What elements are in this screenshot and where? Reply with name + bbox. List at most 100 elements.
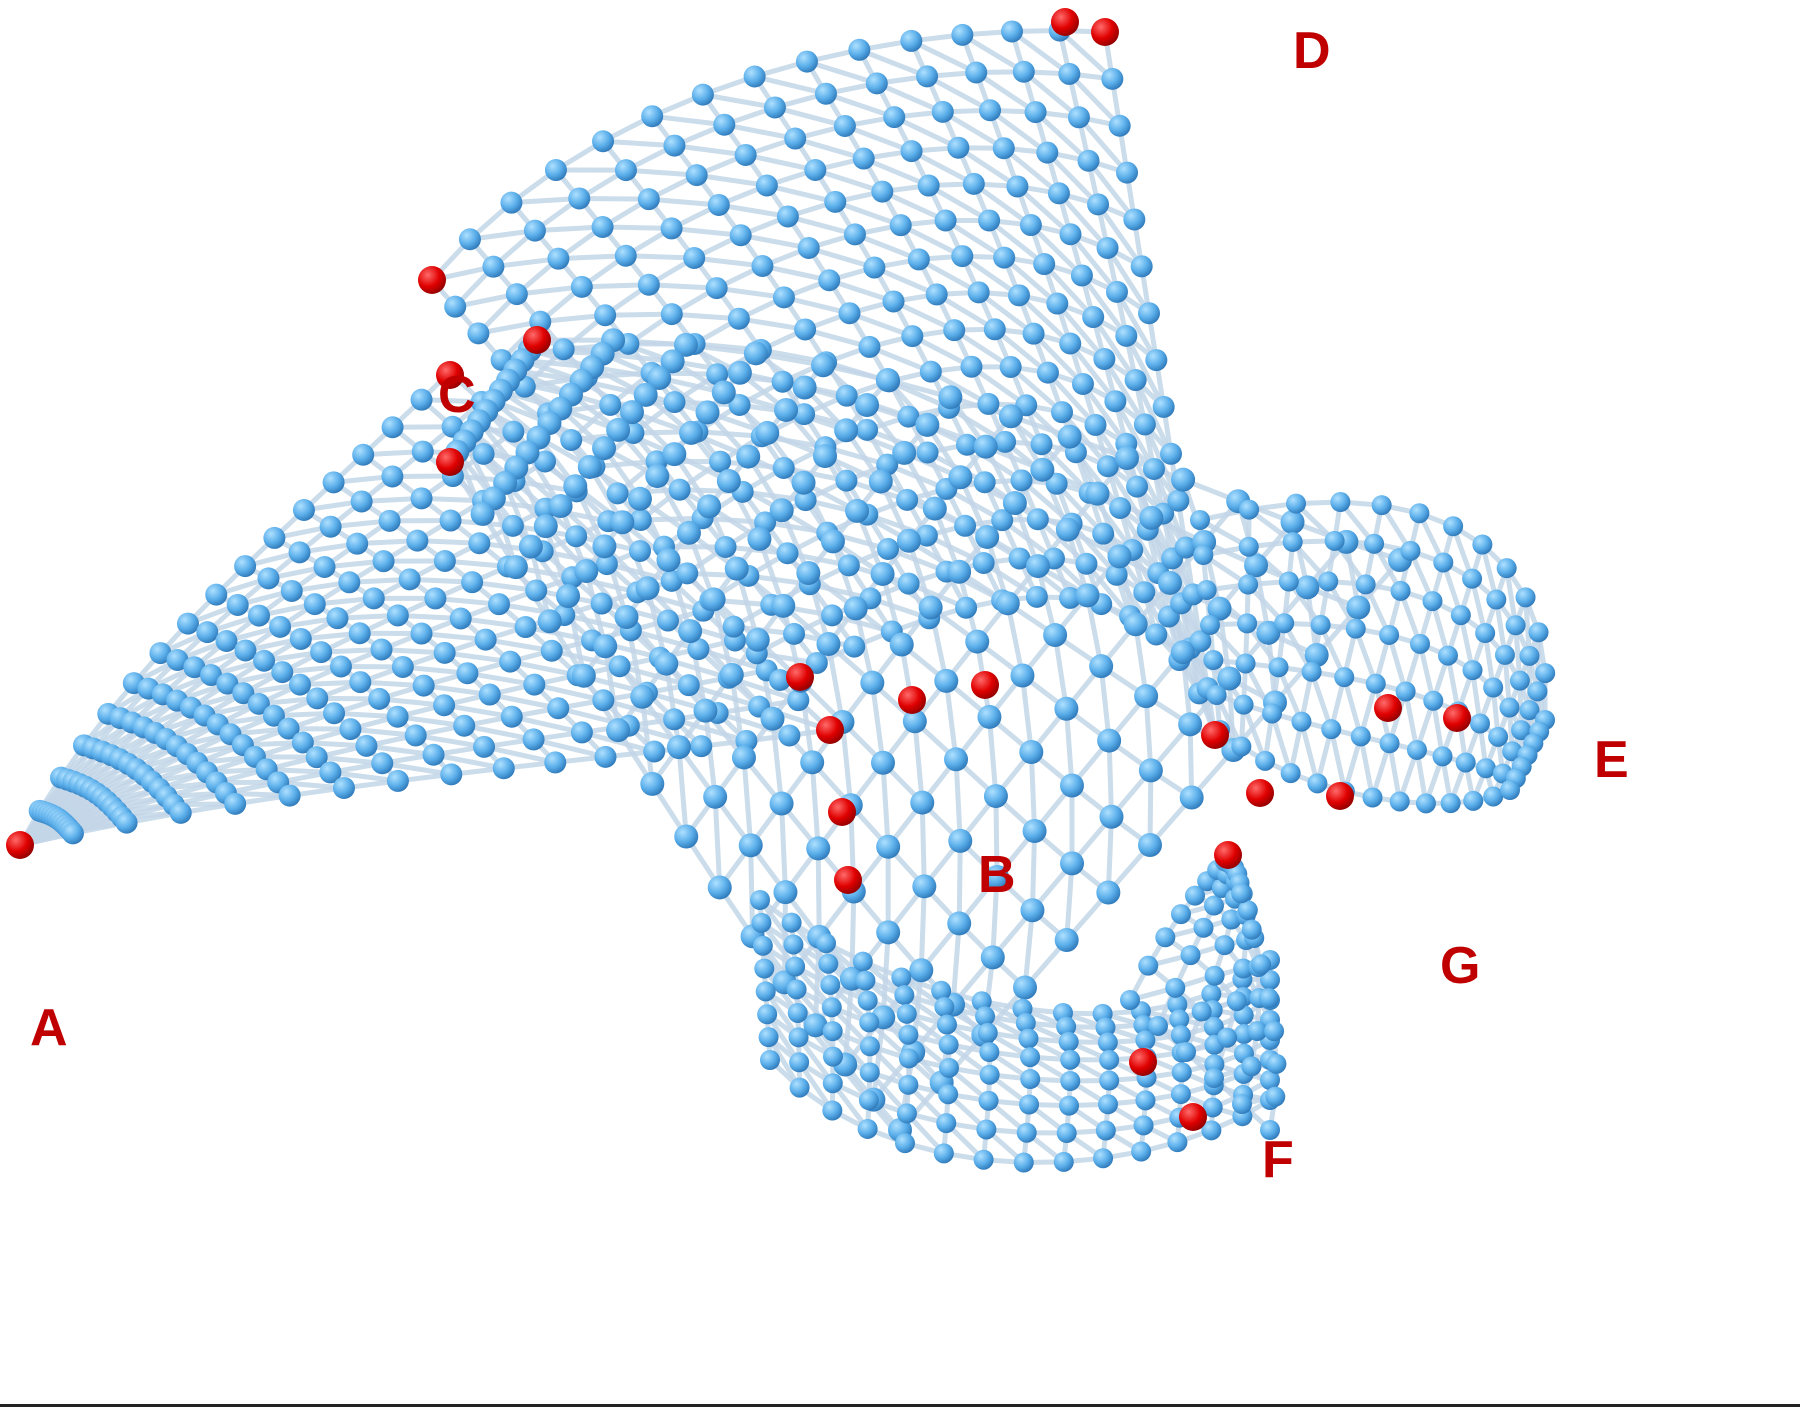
graph-node: [386, 705, 409, 728]
graph-node: [1019, 1094, 1040, 1115]
graph-node: [1115, 324, 1138, 347]
graph-edge: [825, 641, 845, 725]
graph-node: [1362, 787, 1383, 808]
graph-node: [329, 655, 352, 678]
graph-node: [1059, 332, 1082, 355]
graph-node: [889, 214, 912, 237]
graph-node: [978, 1090, 999, 1111]
graph-node: [1231, 736, 1252, 757]
graph-node: [936, 1014, 957, 1035]
graph-node: [1204, 1068, 1224, 1088]
graph-node: [1145, 349, 1168, 372]
graph-node: [955, 433, 978, 456]
graph-node: [1379, 733, 1400, 754]
graph-node: [707, 875, 732, 900]
graph-node: [552, 338, 575, 361]
graph-node: [731, 745, 756, 770]
graph-node: [690, 735, 713, 758]
graph-node: [472, 442, 495, 465]
graph-node: [630, 684, 655, 709]
graph-node: [1126, 475, 1149, 498]
graph-node: [772, 456, 795, 479]
graph-node: [1089, 654, 1114, 679]
graph-node: [640, 771, 665, 796]
graph-node: [614, 604, 639, 629]
graph-edge: [1009, 28, 1072, 77]
graph-node: [922, 496, 947, 521]
graph-node: [1203, 895, 1224, 916]
graph-node: [992, 137, 1015, 160]
marked-node: [1201, 721, 1229, 749]
graph-edge: [959, 32, 1027, 75]
graph-node: [1097, 1032, 1118, 1053]
graph-node: [1006, 175, 1029, 198]
graph-node: [898, 1048, 919, 1069]
graph-edge: [1057, 28, 1115, 82]
graph-node: [835, 384, 858, 407]
graph-node: [478, 683, 501, 706]
graph-node: [784, 127, 807, 150]
graph-edge: [602, 311, 675, 318]
graph-node: [1475, 758, 1496, 779]
graph-node: [271, 661, 294, 684]
graph-node: [1099, 1070, 1120, 1091]
graph-node: [794, 318, 817, 341]
graph-node: [326, 607, 349, 630]
bottom-border: [0, 1404, 1800, 1407]
graph-node: [660, 217, 683, 240]
graph-node: [774, 397, 799, 422]
graph-node: [500, 191, 523, 214]
graph-node: [1301, 661, 1322, 682]
graph-node: [1232, 1094, 1252, 1114]
graph-node: [502, 420, 525, 443]
graph-node: [547, 697, 570, 720]
graph-node: [838, 302, 861, 325]
graph-edge: [1052, 632, 1069, 712]
graph-node: [919, 360, 942, 383]
graph-node: [719, 662, 744, 687]
graph-node: [458, 228, 481, 251]
graph-node: [1054, 696, 1079, 721]
graph-node: [1142, 457, 1165, 480]
graph-edge: [951, 327, 1014, 370]
graph-node: [695, 400, 720, 425]
graph-node: [1082, 306, 1105, 329]
graph-node: [1176, 1042, 1196, 1062]
marked-node: [828, 798, 856, 826]
graph-edge: [908, 38, 979, 76]
graph-node: [1036, 141, 1059, 164]
graph-node: [1203, 650, 1224, 670]
graph-node: [1138, 955, 1159, 976]
graph-node: [1185, 885, 1205, 906]
graph-node: [1133, 1115, 1154, 1136]
marked-node: [971, 671, 999, 699]
graph-node: [323, 702, 346, 725]
graph-node: [468, 532, 491, 555]
graph-edge: [1133, 377, 1174, 457]
graph-node: [487, 593, 510, 616]
graph-node: [305, 746, 328, 769]
graph-node: [705, 277, 728, 300]
graph-node: [1239, 499, 1260, 520]
graph-edge: [815, 845, 822, 940]
graph-edge: [1008, 364, 1065, 415]
graph-node: [1105, 280, 1128, 303]
graph-node: [635, 576, 660, 601]
graph-node: [1455, 752, 1476, 773]
graph-node: [944, 747, 969, 772]
graph-node: [348, 622, 371, 645]
graph-edge: [973, 70, 1039, 115]
graph-node: [973, 434, 998, 459]
graph-node: [776, 542, 799, 565]
graph-edge: [891, 298, 957, 333]
graph-node: [461, 571, 484, 594]
graph-node: [1047, 182, 1070, 205]
graph-node: [1307, 773, 1328, 794]
graph-node: [978, 209, 1001, 232]
graph-node: [674, 824, 699, 849]
graph-node: [915, 412, 940, 437]
node-label-f: F: [1262, 1131, 1294, 1189]
graph-node: [1519, 700, 1540, 721]
graph-edge: [802, 326, 872, 350]
graph-node: [1443, 516, 1464, 537]
